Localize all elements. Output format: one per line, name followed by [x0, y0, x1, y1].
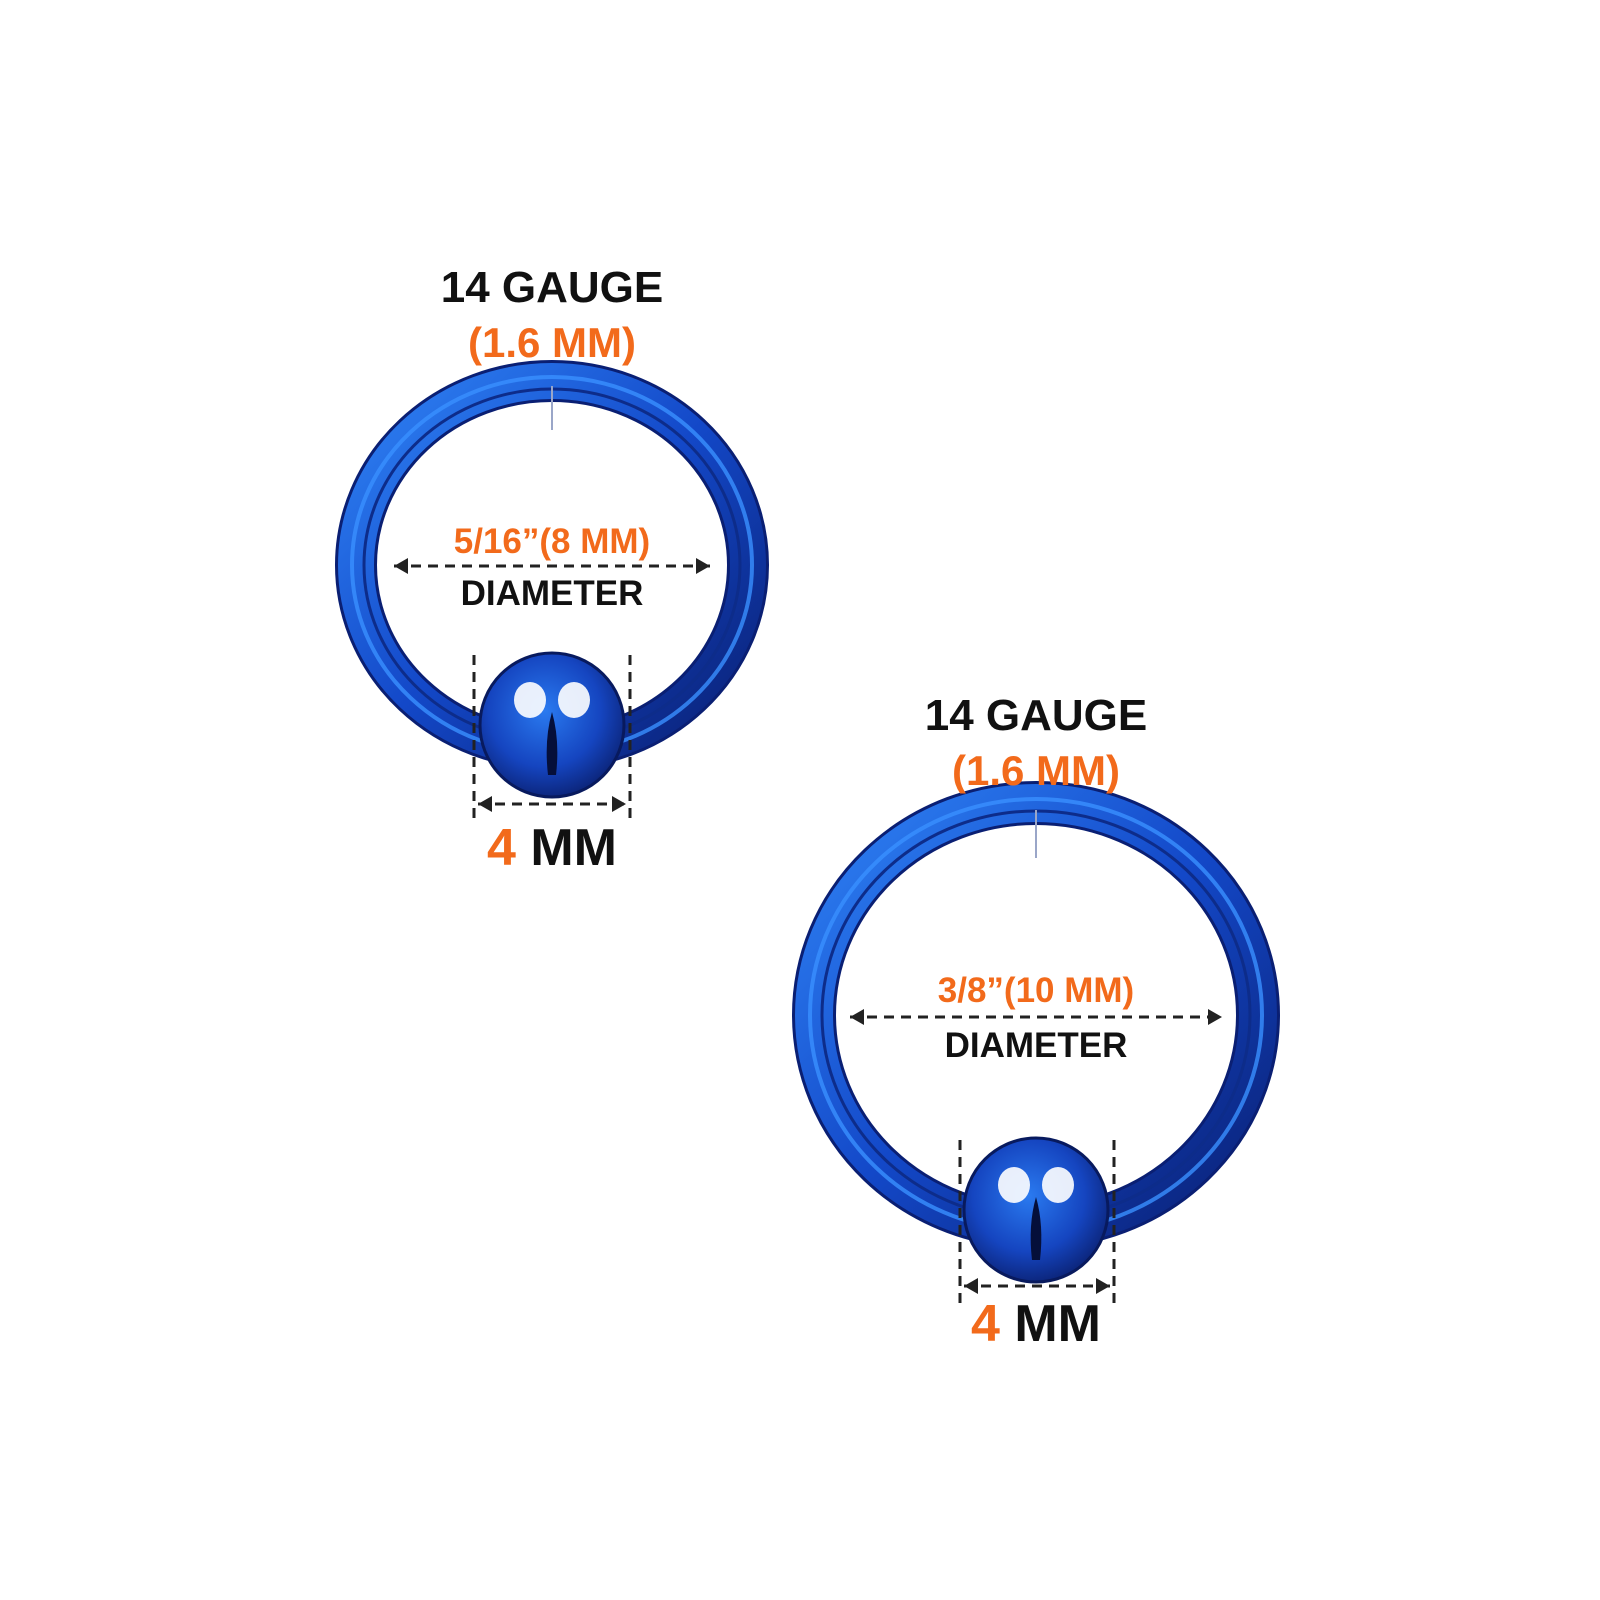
ring-1-gauge-mm-label: (1.6 MM)	[468, 319, 636, 366]
ring-2-diameter-arrowhead-left	[850, 1009, 864, 1025]
ring-1-ball-shine-left	[514, 682, 546, 718]
ring-1-ball-size-unit: MM	[515, 819, 618, 877]
ring-2-ball-size: 4 MM	[971, 1298, 1101, 1350]
ring-2-gauge-label: 14 GAUGE	[924, 691, 1148, 740]
ring-1-ball-arrowhead-left	[478, 796, 492, 812]
ring-2-ball-size-unit: MM	[999, 1295, 1102, 1353]
ring-1-ball-arrowhead-right	[612, 796, 626, 812]
ring-1-diameter-arrowhead-right	[696, 558, 710, 574]
ring-1-small	[335, 360, 769, 820]
ring-2-large	[792, 781, 1280, 1305]
ring-1-diameter-value: 5/16”(8 MM)	[453, 522, 651, 561]
ring-2-ball-gap	[1030, 1197, 1042, 1260]
ring-1-ball-size-number: 4	[486, 819, 516, 877]
ring-2-diameter-arrowhead-right	[1208, 1009, 1222, 1025]
ring-2-diameter-word: DIAMETER	[944, 1026, 1128, 1065]
ring-1-ball-size: 4 MM	[487, 822, 617, 874]
ring-2-ball-shine-left	[998, 1167, 1030, 1203]
ring-2-ball-arrowhead-left	[964, 1278, 978, 1294]
ring-1-ball-shine-right	[558, 682, 590, 718]
ring-1-ball-gap	[546, 712, 558, 775]
ring-2-ball-shine-right	[1042, 1167, 1074, 1203]
ring-1-gauge-label: 14 GAUGE	[440, 263, 664, 312]
ring-2-diameter-value: 3/8”(10 MM)	[937, 971, 1135, 1010]
ring-1-diameter-arrowhead-left	[394, 558, 408, 574]
ring-2-gauge-mm-label: (1.6 MM)	[952, 747, 1120, 794]
ring-2-ball-arrowhead-right	[1096, 1278, 1110, 1294]
ring-2-ball-size-number: 4	[970, 1295, 1000, 1353]
ring-1-diameter-word: DIAMETER	[460, 574, 644, 613]
